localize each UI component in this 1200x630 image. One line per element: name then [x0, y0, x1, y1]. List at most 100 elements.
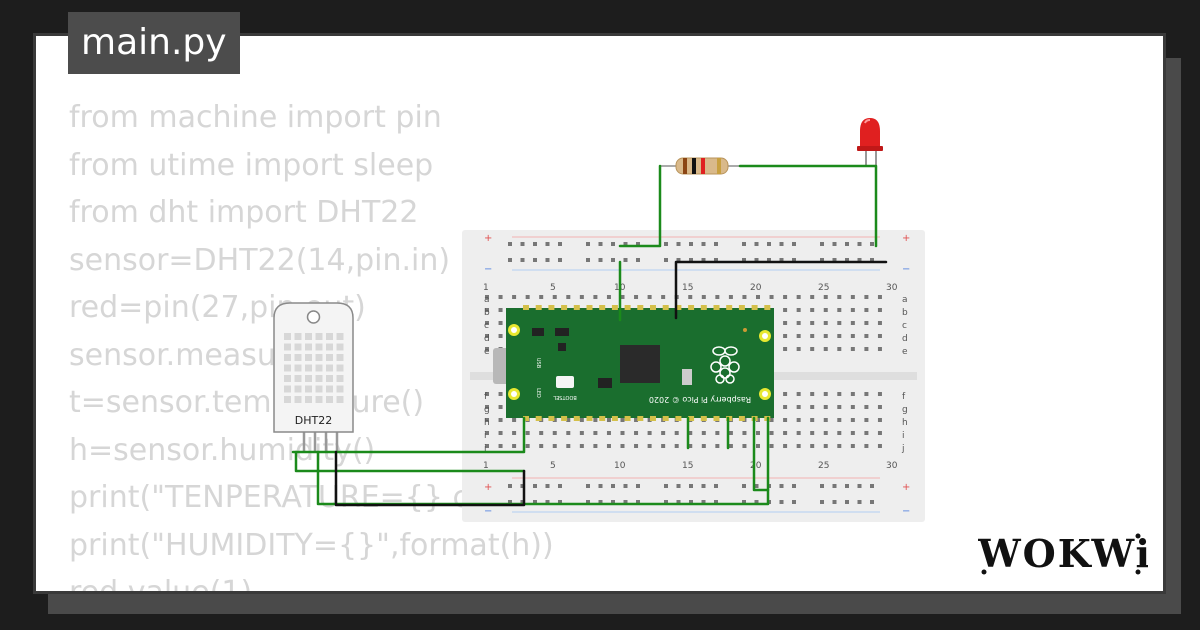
breadboard-hole — [870, 258, 874, 262]
dht22-vent — [336, 364, 344, 372]
breadboard-hole — [485, 431, 489, 435]
raspberry-pi-pico[interactable]: Raspberry Pi Pico © 2020 USB BOOTSEL LED — [493, 305, 774, 421]
pico-pin — [650, 305, 656, 310]
breadboard-hole — [820, 258, 824, 262]
breadboard-hole — [823, 308, 828, 312]
breadboard-hole — [498, 295, 503, 299]
dht22-vent — [305, 396, 312, 403]
breadboard-hole — [498, 405, 503, 409]
row-letter: a — [484, 295, 490, 305]
breadboard-hole — [620, 444, 625, 448]
rail-minus-label: − — [902, 264, 910, 275]
pico-pin — [535, 305, 542, 310]
breadboard-hole — [767, 258, 771, 262]
breadboard-hole — [552, 418, 557, 422]
row-letter: j — [901, 444, 905, 454]
row-letter: a — [902, 295, 908, 305]
column-number: 25 — [818, 283, 829, 293]
breadboard-hole — [636, 258, 640, 262]
breadboard-hole — [520, 242, 525, 246]
breadboard-hole — [837, 392, 842, 396]
wire-green — [291, 416, 526, 454]
breadboard-hole — [796, 405, 801, 409]
breadboard-hole — [864, 431, 869, 435]
dht22-vent — [336, 375, 344, 382]
breadboard-hole — [579, 444, 584, 448]
breadboard-hole — [586, 484, 590, 488]
breadboard-hole — [877, 308, 882, 312]
breadboard-hole — [792, 500, 796, 504]
breadboard-hole — [850, 347, 855, 351]
breadboard-hole — [485, 334, 489, 338]
breadboard-hole — [586, 258, 590, 262]
dht22-vent — [294, 364, 302, 372]
dht22-vent — [336, 396, 344, 403]
pico-pin — [637, 305, 644, 310]
code-line: red.value(1) — [69, 575, 253, 594]
pico-pin — [586, 416, 593, 421]
pico-pin — [624, 416, 631, 421]
breadboard-hole — [783, 321, 788, 325]
breadboard-hole — [850, 418, 855, 422]
breadboard-hole — [796, 295, 801, 299]
breadboard-hole — [792, 484, 796, 488]
breadboard-hole — [769, 418, 774, 422]
file-tab[interactable]: main.py — [68, 12, 240, 74]
breadboard-hole — [545, 484, 550, 488]
breadboard-hole — [823, 334, 828, 338]
breadboard-hole — [520, 484, 525, 488]
breadboard-hole — [742, 431, 747, 435]
breadboard-hole — [566, 295, 571, 299]
breadboard-hole — [676, 500, 681, 504]
row-letter: f — [902, 392, 906, 402]
breadboard-hole — [579, 295, 584, 299]
dht22-vent — [315, 354, 323, 361]
breadboard-hole — [688, 444, 693, 448]
dht22-vent — [326, 396, 333, 403]
breadboard-hole — [864, 321, 869, 325]
breadboard-hole — [701, 258, 706, 262]
breadboard-hole — [689, 484, 693, 488]
pico-pin — [650, 416, 656, 421]
breadboard-hole — [742, 444, 747, 448]
breadboard-hole — [598, 484, 603, 488]
breadboard-hole — [810, 444, 815, 448]
dht22-label: DHT22 — [295, 414, 332, 427]
breadboard-hole — [832, 500, 837, 504]
dht22-vent — [284, 343, 291, 351]
row-letter: h — [902, 418, 908, 428]
breadboard-hole — [783, 431, 788, 435]
breadboard-hole — [593, 295, 598, 299]
breadboard-hole — [674, 444, 679, 448]
breadboard-hole — [611, 242, 615, 246]
breadboard-hole — [779, 500, 784, 504]
bootsel-button[interactable] — [556, 376, 574, 388]
breadboard-hole — [796, 392, 801, 396]
breadboard-hole — [545, 500, 550, 504]
breadboard-hole — [498, 431, 503, 435]
wokwi-logo: WOKWi — [978, 531, 1148, 576]
red-led[interactable] — [857, 118, 883, 166]
dht22-vent — [336, 343, 344, 351]
dht22-vent — [294, 343, 302, 351]
breadboard-hole — [850, 431, 855, 435]
breadboard-hole — [810, 405, 815, 409]
dht22-sensor[interactable]: DHT22 — [273, 302, 354, 452]
breadboard-hole — [676, 258, 681, 262]
breadboard-hole — [864, 405, 869, 409]
dht22-vent — [336, 354, 344, 361]
rail-minus-label: − — [902, 506, 910, 517]
pico-pin — [599, 416, 606, 421]
breadboard-hole — [837, 308, 842, 312]
breadboard-hole — [598, 242, 603, 246]
resistor[interactable] — [660, 157, 740, 175]
breadboard-hole — [676, 242, 681, 246]
breadboard-hole — [857, 500, 862, 504]
dht22-vent — [315, 396, 323, 403]
breadboard-hole — [810, 431, 815, 435]
breadboard-hole — [742, 242, 746, 246]
breadboard-hole — [792, 242, 796, 246]
pico-pin — [764, 305, 771, 310]
breadboard-hole — [877, 431, 882, 435]
breadboard-hole — [769, 444, 774, 448]
